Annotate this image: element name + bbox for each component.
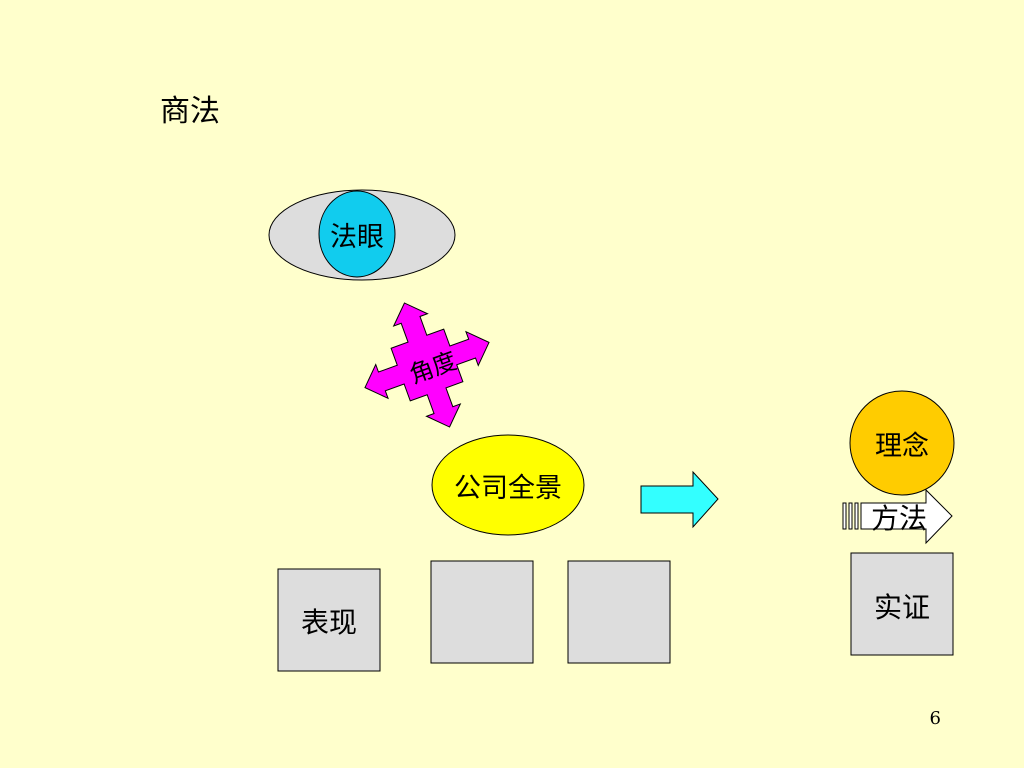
page-number: 6 — [929, 708, 941, 729]
slide-title: 商法 — [160, 94, 220, 129]
eye-inner-circle — [318, 190, 396, 278]
box-empty-2 — [567, 560, 671, 664]
evidence-label: 实证 — [873, 591, 930, 624]
box-performance — [277, 568, 381, 672]
box-empty-1 — [430, 560, 534, 664]
philosophy-circle — [849, 390, 955, 496]
box-evidence — [850, 552, 954, 656]
box-performance-label: 表现 — [300, 606, 357, 639]
method-label: 方法 — [870, 502, 927, 535]
eye-label: 法眼 — [330, 221, 384, 253]
company-label: 公司全景 — [454, 472, 562, 504]
philosophy-label: 理念 — [875, 430, 929, 462]
right-arrow-shape — [640, 470, 719, 529]
angle-quad-arrow — [364, 302, 490, 428]
method-arrow — [842, 488, 953, 545]
company-ellipse — [431, 434, 585, 536]
